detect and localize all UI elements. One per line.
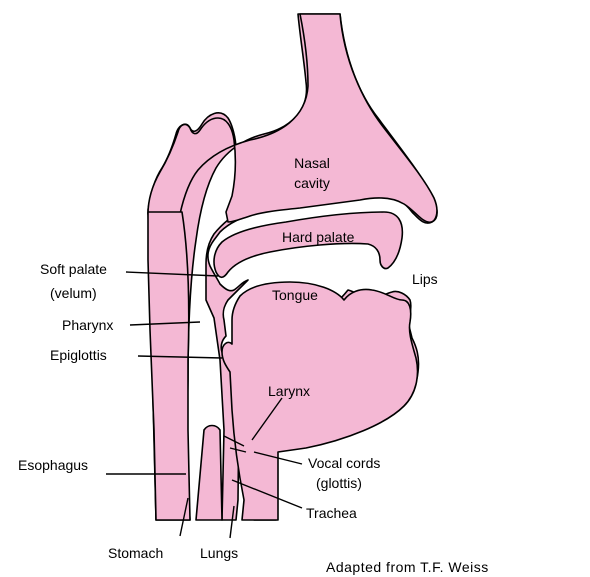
label-nasal-cavity-line1: Nasal (294, 155, 330, 171)
label-vocal-cords-line1: Vocal cords (308, 455, 380, 471)
label-soft-palate-line1: Soft palate (40, 261, 107, 277)
credit-text: Adapted from T.F. Weiss (326, 559, 489, 575)
label-esophagus: Esophagus (18, 457, 88, 473)
label-vocal-cords-line2: (glottis) (316, 475, 362, 491)
label-tongue: Tongue (272, 287, 318, 303)
label-nasal-cavity-line2: cavity (294, 175, 330, 191)
label-stomach: Stomach (108, 545, 163, 561)
label-trachea: Trachea (306, 505, 357, 521)
label-epiglottis: Epiglottis (50, 347, 107, 363)
label-lips: Lips (412, 271, 438, 287)
label-soft-palate-line2: (velum) (50, 285, 97, 301)
label-pharynx: Pharynx (62, 317, 113, 333)
trachea-tube (196, 426, 222, 521)
label-hard-palate: Hard palate (282, 229, 355, 245)
label-larynx: Larynx (268, 383, 310, 399)
label-lungs: Lungs (200, 545, 238, 561)
